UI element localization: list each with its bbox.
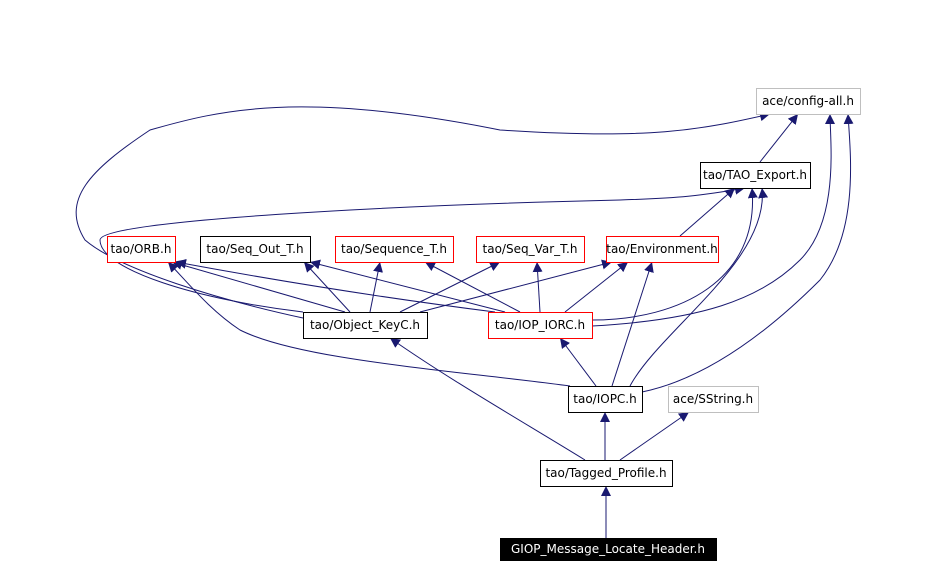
node-box [303,312,428,339]
node-label: ace/SString.h [673,392,753,406]
edge-iopc-to-config [641,113,854,393]
edge-objkey-to-taoexp [99,184,746,313]
edge-env-to-taoexp [679,187,736,237]
edge-ioporc-to-orb [175,258,496,313]
edge-iopc-to-ioporc [559,337,597,387]
node-box [606,236,719,263]
node-env[interactable]: tao/Environment.h [606,236,719,263]
edge-objkey-to-config [75,106,771,319]
edge-ioporc-to-env [564,261,629,313]
node-layer: GIOP_Message_Locate_Header.h tao/Tagged_P… [107,88,861,561]
node-label: tao/IOP_IORC.h [495,318,585,332]
edge-objkey-to-seqout [303,261,351,313]
edge-ioporc-to-seqvar [532,261,543,313]
node-label: tao/ORB.h [111,242,172,256]
edge-ioporc-to-taoexp [591,187,758,321]
node-config[interactable]: ace/config-all.h [756,88,861,115]
edge-ioporc-to-config [591,113,836,327]
node-label: GIOP_Message_Locate_Header.h [511,542,705,556]
edge-objkey-to-env [419,259,613,313]
edge-ioporc-to-seqout [309,259,506,313]
node-box [488,312,593,339]
node-box [335,236,454,263]
node-box [107,236,176,263]
node-label: tao/IOPC.h [573,392,636,406]
edge-objkey-to-orb [171,259,346,313]
node-ioporc[interactable]: tao/IOP_IORC.h [488,312,593,339]
edge-iopc-to-taoexp [629,187,769,387]
node-label: tao/Sequence_T.h [341,242,447,256]
node-label: tao/Tagged_Profile.h [545,466,666,480]
edge-tagged-to-sstring [619,411,690,461]
node-box [500,538,717,561]
node-objkey[interactable]: tao/Object_KeyC.h [303,312,428,339]
node-box [200,236,311,263]
edge-tagged-to-objkey [389,337,586,461]
node-iopc[interactable]: tao/IOPC.h [568,386,643,413]
edge-iopc-to-orb [167,261,571,387]
edge-taoexp-to-config [759,113,799,163]
node-label: ace/config-all.h [762,94,854,108]
node-orb[interactable]: tao/ORB.h [107,236,176,263]
node-label: tao/Environment.h [606,242,718,256]
node-taoexp[interactable]: tao/TAO_Export.h [700,162,811,189]
node-box [476,236,585,263]
node-box [700,162,811,189]
node-label: tao/Object_KeyC.h [310,318,420,332]
edge-objkey-to-seqt [369,261,383,313]
node-label: tao/Seq_Out_T.h [206,242,303,256]
edge-ioporc-to-seqt [424,261,521,313]
node-label: tao/TAO_Export.h [703,168,807,182]
node-label: tao/Seq_Var_T.h [483,242,578,256]
node-seqvar[interactable]: tao/Seq_Var_T.h [476,236,585,263]
node-tagged[interactable]: tao/Tagged_Profile.h [540,460,673,487]
node-seqt[interactable]: tao/Sequence_T.h [335,236,454,263]
node-box [568,386,643,413]
edge-objkey-to-seqvar [399,261,501,313]
edge-layer [75,106,854,538]
node-giop[interactable]: GIOP_Message_Locate_Header.h [500,538,717,561]
node-box [756,88,861,115]
node-box [540,460,673,487]
node-box [668,386,759,413]
edge-iopc-to-env [611,261,654,387]
node-sstring[interactable]: ace/SString.h [668,386,759,413]
node-seqout[interactable]: tao/Seq_Out_T.h [200,236,311,263]
